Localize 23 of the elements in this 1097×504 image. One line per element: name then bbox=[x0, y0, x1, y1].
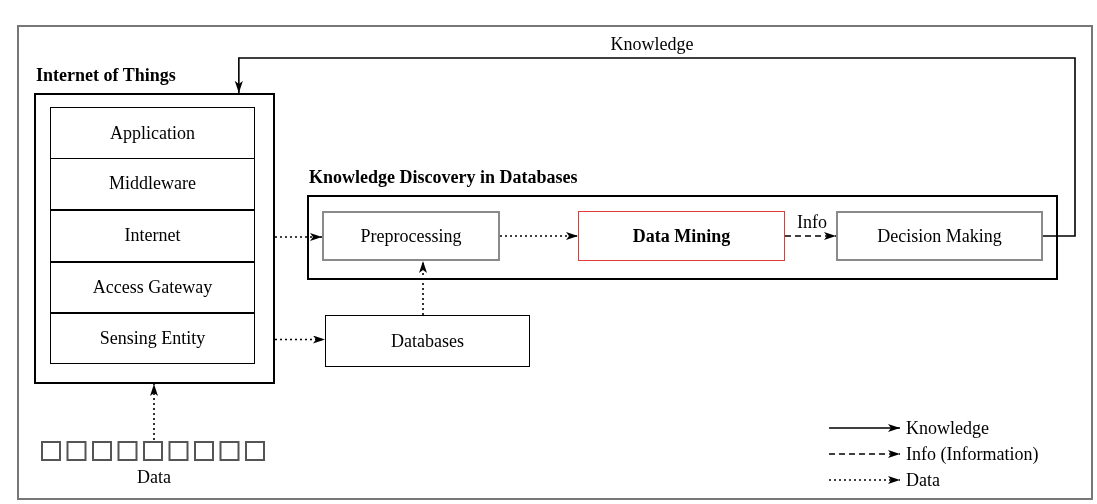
layer-box: Application bbox=[50, 107, 255, 159]
layer-box: Sensing Entity bbox=[50, 312, 255, 364]
group-title: Knowledge Discovery in Databases bbox=[309, 168, 578, 186]
process-box: Databases bbox=[325, 315, 530, 367]
edge-label: Info bbox=[795, 213, 829, 231]
arrow bbox=[274, 233, 323, 241]
legend-text: Knowledge bbox=[906, 418, 989, 437]
process-box: Preprocessing bbox=[322, 211, 500, 261]
layer-box: Access Gateway bbox=[50, 261, 255, 313]
data-caption: Data bbox=[137, 468, 171, 486]
layer-box: Internet bbox=[50, 209, 255, 262]
process-box: Data Mining bbox=[578, 211, 785, 261]
arrow bbox=[274, 335, 326, 344]
arrow bbox=[784, 232, 837, 240]
legend-text: Info (Information) bbox=[906, 444, 1039, 463]
process-box: Decision Making bbox=[836, 211, 1043, 261]
edge-label: Knowledge bbox=[608, 35, 696, 53]
legend-text: Data bbox=[906, 470, 940, 489]
group-title: Internet of Things bbox=[36, 66, 176, 84]
layer-box: Middleware bbox=[50, 157, 255, 210]
arrow bbox=[419, 260, 427, 316]
arrow bbox=[234, 57, 1076, 237]
arrow bbox=[150, 383, 158, 441]
